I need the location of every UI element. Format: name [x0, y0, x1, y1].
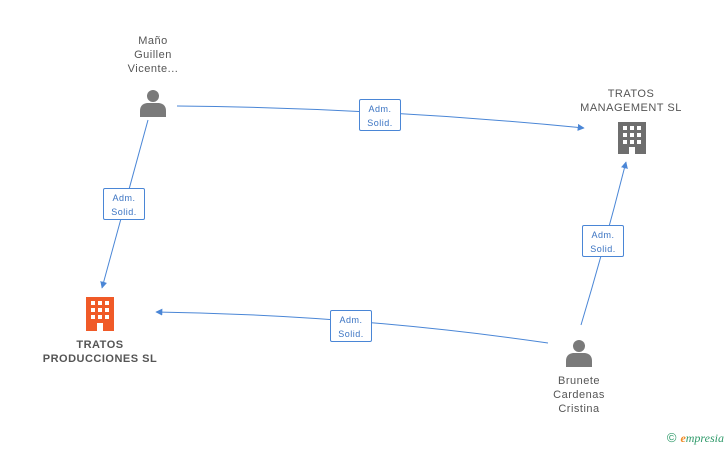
edge-label-line1: Adm.	[591, 230, 615, 240]
empresia-watermark: ©empresia	[667, 430, 724, 446]
person-bottom-label[interactable]: Brunete Cardenas Cristina	[553, 375, 605, 415]
company-top-label[interactable]: TRATOS MANAGEMENT SL	[580, 88, 682, 114]
edge-label-line1: Adm.	[112, 193, 136, 203]
company-main-label[interactable]: TRATOS PRODUCCIONES SL	[42, 339, 158, 365]
edge-label-right: Adm. Solid.	[582, 225, 624, 257]
brand-rest: mpresia	[685, 431, 724, 445]
edge-label-bottom: Adm. Solid.	[330, 310, 372, 342]
person-icon[interactable]	[140, 90, 166, 117]
edge-label-line2: Solid.	[338, 329, 364, 339]
copyright-symbol: ©	[666, 430, 677, 445]
edge-label-top: Adm. Solid.	[359, 99, 401, 131]
person-top-label[interactable]: Maño Guillen Vicente...	[127, 35, 179, 75]
edge-label-line2: Solid.	[111, 207, 137, 217]
edge-label-line1: Adm.	[368, 104, 392, 114]
edge-label-line2: Solid.	[367, 118, 393, 128]
brand-first-letter: e	[680, 431, 686, 445]
person-icon[interactable]	[566, 340, 592, 367]
edge-label-line2: Solid.	[590, 244, 616, 254]
building-icon[interactable]	[618, 122, 646, 154]
main-building-icon[interactable]	[86, 297, 114, 331]
edge-label-line1: Adm.	[339, 315, 363, 325]
edge-label-left: Adm. Solid.	[103, 188, 145, 220]
